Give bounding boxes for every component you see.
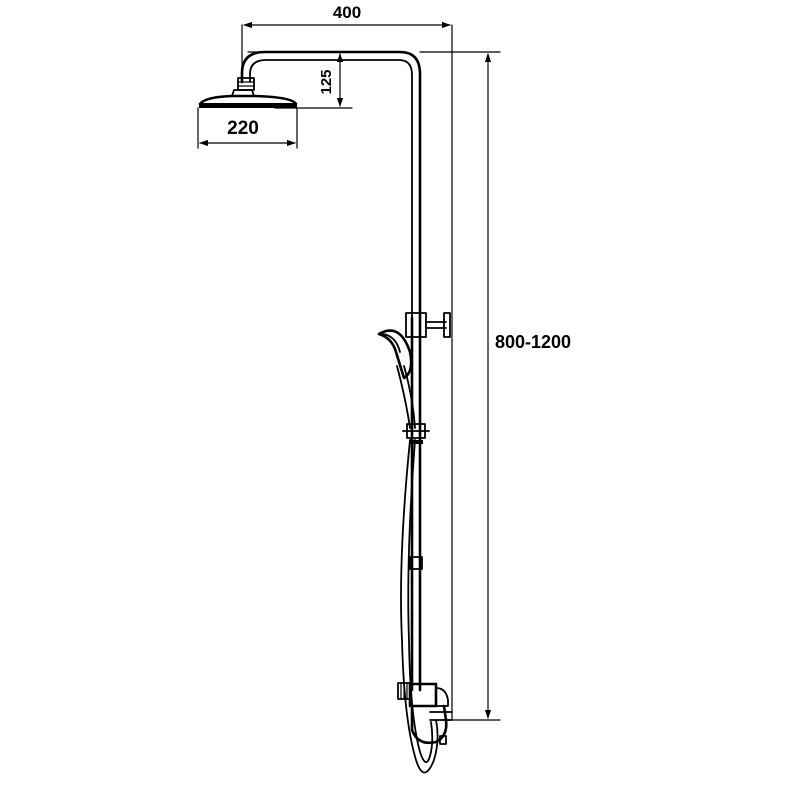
hose-outer	[400, 439, 439, 774]
dimension-arm-length: 400	[241, 3, 453, 721]
arm-pipe-inner	[249, 59, 413, 319]
hand-shower-head	[377, 329, 413, 380]
flexible-hose	[400, 439, 439, 774]
hand-shower-handle-left	[396, 365, 411, 429]
arm-length-label: 400	[333, 3, 361, 22]
overhead-shower-head	[198, 89, 298, 108]
mixer-valve	[397, 682, 453, 745]
mixer-body	[408, 682, 438, 708]
riser-rail	[410, 316, 422, 692]
hose-inner	[407, 439, 434, 763]
top-wall-bracket	[405, 312, 451, 338]
hand-shower-handle-right	[403, 365, 416, 429]
drop-height-label: 125	[318, 69, 335, 94]
mixer-wall-fitting	[439, 735, 447, 745]
mixer-lever-housing	[410, 704, 448, 745]
arm-pipe-outer	[240, 50, 422, 320]
hand-shower-holder	[402, 423, 430, 444]
dimension-head-diameter: 220	[197, 107, 298, 149]
rail-joint	[409, 556, 423, 570]
hand-shower	[377, 329, 416, 429]
bracket-wall-plate	[443, 312, 451, 338]
mixer-outlet	[435, 687, 449, 707]
dimension-rail-height: 800-1200	[419, 51, 571, 721]
head-diameter-label: 220	[227, 118, 259, 139]
arm-connector	[237, 77, 255, 91]
head-face	[199, 103, 297, 108]
head-dome	[198, 94, 298, 106]
shower-arm	[237, 50, 422, 320]
rail-height-label: 800-1200	[495, 332, 571, 352]
bracket-clamp	[405, 312, 427, 338]
